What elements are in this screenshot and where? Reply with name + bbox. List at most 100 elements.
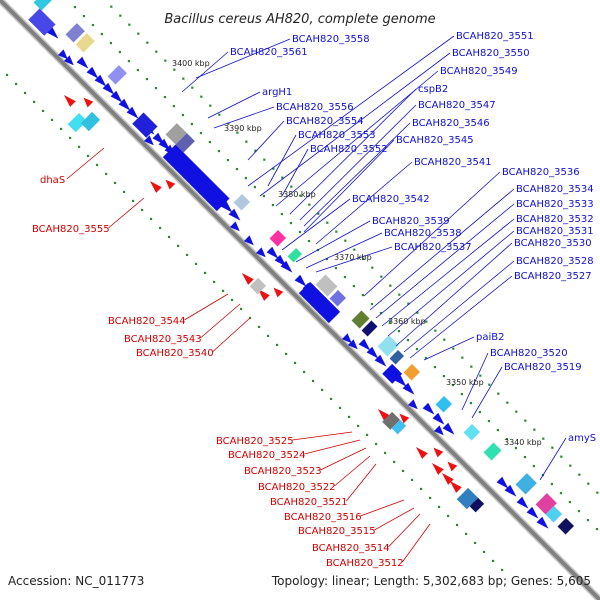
forward-gene-arrow [228,208,241,221]
forward-gene-arrow [496,476,509,489]
reverse-gene [80,111,101,132]
leader-line [267,134,297,187]
tick-dot [280,212,284,216]
tick-dot [446,514,450,518]
tick-dot [271,203,275,207]
forward-gene-label: BCAH820_3534 [516,184,594,195]
tick-dot [374,442,378,446]
tick-dot [587,482,590,485]
leader-line [375,203,515,319]
forward-gene-label: BCAH820_3541 [414,157,492,168]
forward-gene-label: BCAH820_3542 [352,194,430,205]
leader-line [200,303,241,339]
tick-dot [401,469,405,473]
tick-dot [437,505,441,509]
forward-gene-label: BCAH820_3553 [298,130,376,141]
tick-dot [176,244,180,248]
tick-dot [239,307,243,311]
forward-gene-label: BCAH820_3539 [372,216,450,227]
tick-dot [469,401,473,405]
reverse-gene [382,411,401,430]
reverse-gene [67,112,88,133]
tick-dot [487,419,491,423]
reverse-gene [456,487,479,510]
forward-gene-label: paiB2 [476,332,504,343]
tick-dot [338,406,342,410]
tick-dot [353,248,356,251]
reverse-gene-arrow [273,287,284,298]
tick-dot [208,140,212,144]
tick-dot [362,257,365,260]
tick-dot [164,59,167,62]
tick-dot [284,352,288,356]
tick-dot [496,428,500,432]
reverse-gene-arrow [433,447,444,458]
tick-dot [470,365,473,368]
tick-dot [140,208,144,212]
tick-label: 3340 kbp [504,438,542,447]
tick-dot [550,482,554,486]
tick-dot [478,410,482,414]
tick-dot [596,491,599,494]
tick-dot [163,95,167,99]
reverse-gene-label: BCAH820_3521 [270,497,348,508]
forward-gene-label: BCAH820_3537 [394,242,472,253]
tick-dot [460,392,464,396]
forward-gene [233,193,251,211]
tick-dot [356,424,360,428]
forward-gene-label: BCAH820_3554 [286,116,364,127]
tick-dot [245,140,248,143]
reverse-gene-arrow [83,97,94,108]
reverse-gene-arrow [165,179,176,190]
forward-gene [269,229,287,247]
tick-dot [379,311,383,315]
forward-gene-label: BCAH820_3561 [230,47,308,58]
tick-dot [59,127,63,131]
forward-gene [483,442,502,461]
tick-dot [23,91,27,95]
leader-line [395,242,513,347]
forward-gene-arrow [118,98,131,111]
forward-gene [545,505,563,523]
forward-gene-arrow [504,484,517,497]
reverse-gene-label: BCAH820_3516 [284,512,362,523]
tick-dot [514,446,518,450]
reverse-gene-label: BCAH820_3540 [136,348,214,359]
reverse-gene-arrow [257,289,270,301]
tick-dot [419,487,423,491]
reverse-gene-arrow [447,461,458,472]
gene-features [28,0,575,535]
forward-gene-arrow [358,338,371,351]
reverse-gene-arrow [415,447,428,459]
tick-dot [451,383,455,387]
tick-dot [398,293,401,296]
tick-dot [122,190,126,194]
forward-gene-label: BCAH820_3530 [514,238,592,249]
forward-gene-label: BCAH820_3546 [412,118,490,129]
tick-dot [578,473,581,476]
tick-dot [473,541,477,545]
leader-line [303,139,395,233]
forward-gene-arrow [63,55,74,66]
tick-label: 3350 kbp [446,378,484,387]
leader-line [289,88,417,215]
tick-dot [149,217,153,221]
leader-line [213,106,275,129]
tick-dot [236,131,239,134]
forward-gene-label: BCAH820_3547 [418,100,496,111]
tick-dot [523,455,527,459]
tick-dot [173,68,176,71]
tick-dot [568,500,572,504]
forward-gene-label: BCAH820_3532 [516,214,594,225]
tick-dot [209,104,212,107]
leader-line [207,91,261,119]
tick-dot [137,32,140,35]
leader-line [315,246,393,273]
tick-dot [307,239,311,243]
forward-gene-arrow [374,354,387,367]
forward-gene-label: argH1 [262,87,292,98]
tick-dot [289,221,293,225]
forward-gene-arrow [94,74,107,87]
leader-line [247,35,455,187]
leader-line [292,431,353,441]
